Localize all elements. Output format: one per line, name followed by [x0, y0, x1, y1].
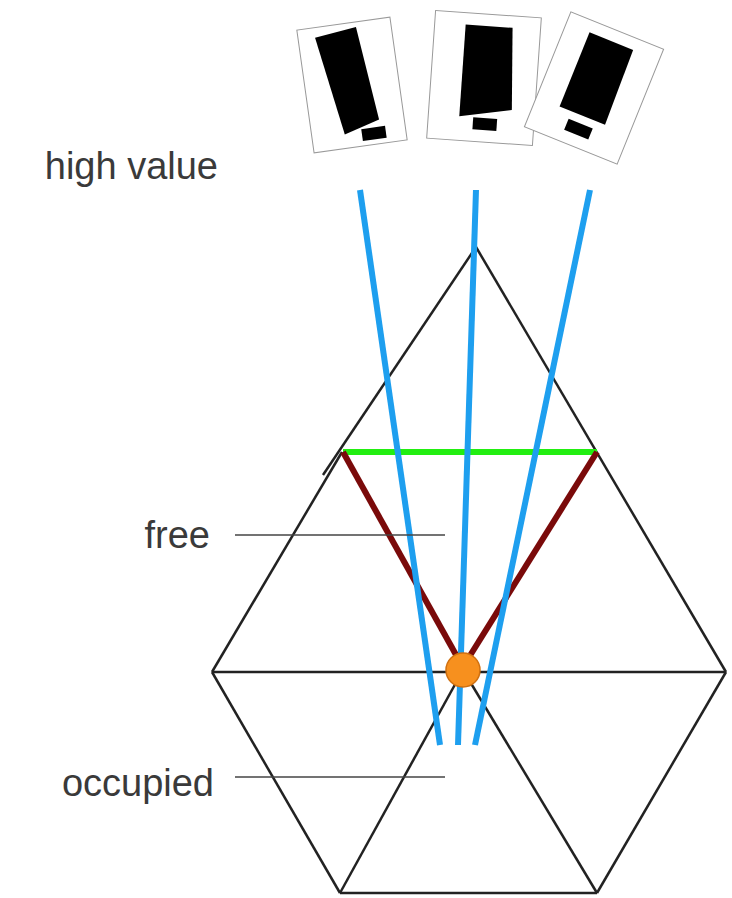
camera-images — [297, 10, 664, 164]
vertex-dot — [446, 653, 480, 687]
leader-lines — [235, 535, 445, 777]
region-label: occupied — [62, 761, 214, 805]
region-label: high value — [45, 144, 218, 188]
view-rays — [360, 190, 590, 745]
boundary-edges — [343, 452, 597, 662]
region-label: free — [145, 513, 210, 557]
